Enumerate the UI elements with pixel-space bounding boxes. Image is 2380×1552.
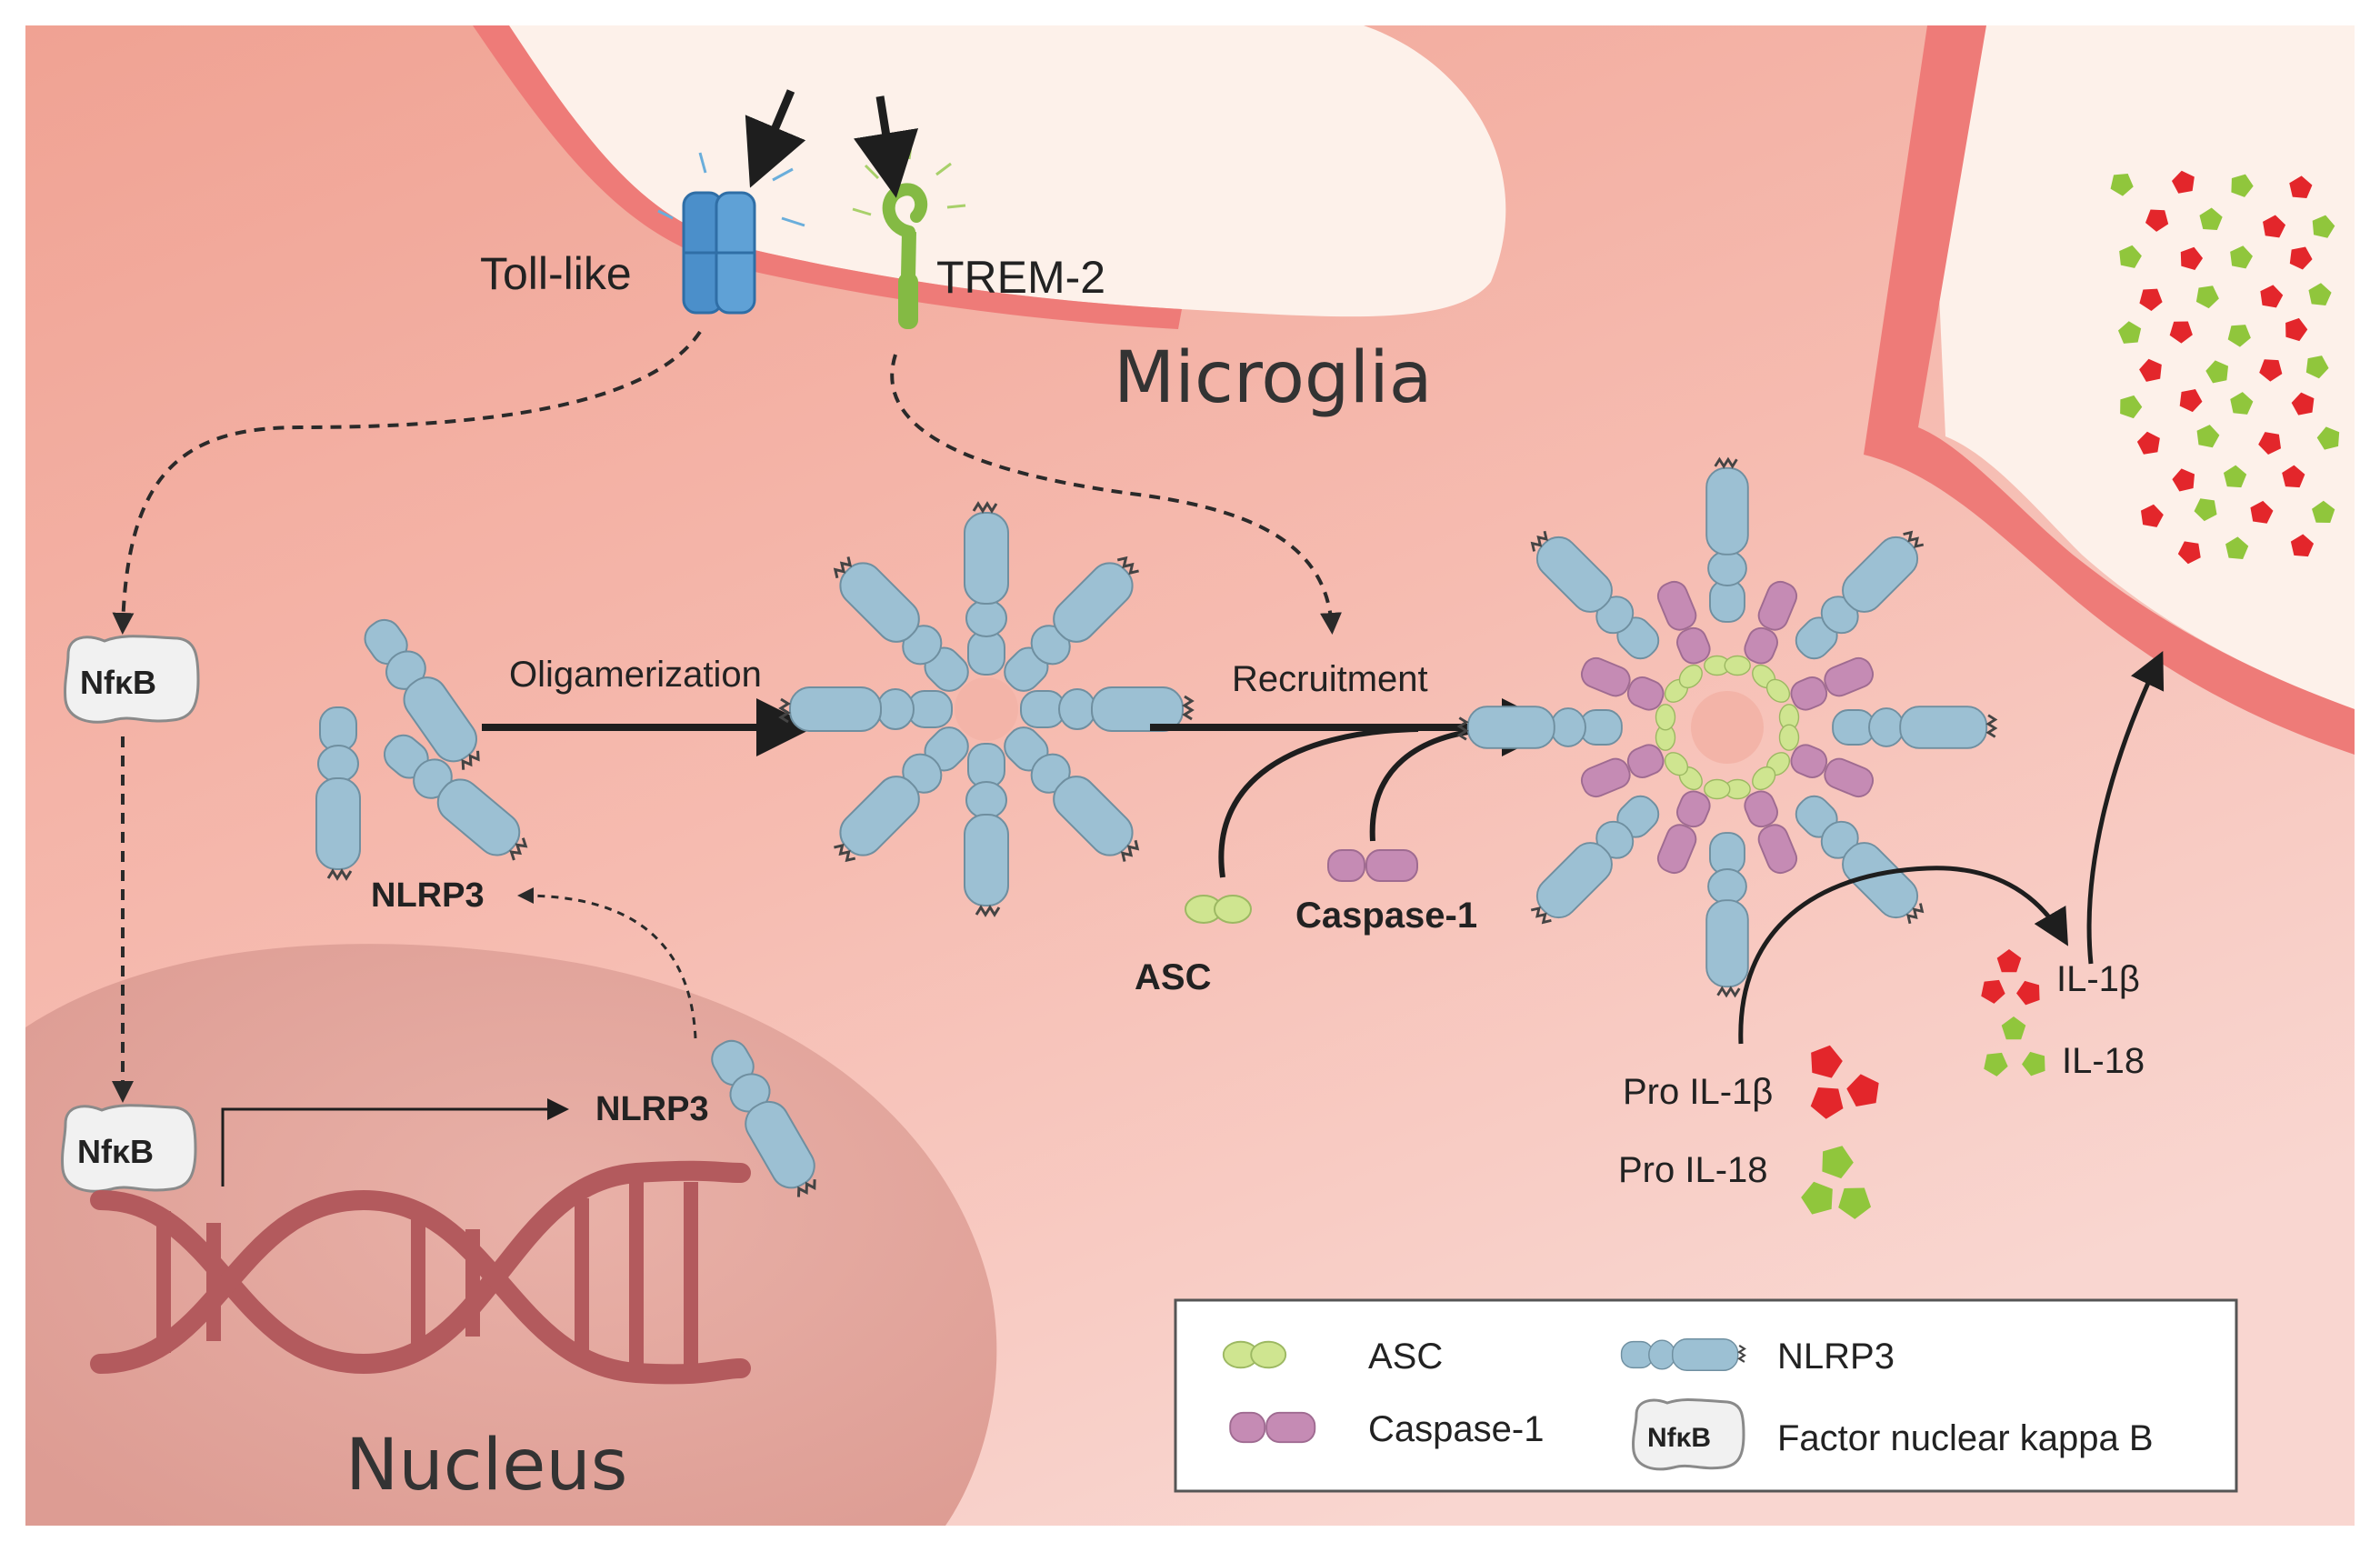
legend-caspase1-swatch [1229,1411,1316,1444]
processing-arrow [1738,866,2069,1045]
legend-nfkb-badge: NfκB [1632,1397,1745,1471]
legend-nlrp3-label: NLRP3 [1777,1337,1895,1377]
dna-helix [90,1160,751,1385]
nfkb-label-cytoplasm: NfκB [80,664,156,701]
nlrp3-cytoplasm-label: NLRP3 [371,876,485,915]
il1b-label: IL-1β [2056,959,2140,999]
nfkb-label-nucleus: NfκB [77,1133,154,1170]
toll-like-label: Toll-like [480,248,632,299]
caspase1-molecule [1327,849,1418,882]
toll-to-nfkb-path [112,330,702,635]
nfkb-badge-cytoplasm: NfκB [64,635,200,724]
nlrp3-oligomer [779,502,1194,916]
nucleus-label: Nucleus [345,1425,627,1507]
oligomer-nlrp3-unit [779,686,954,733]
microglia-label: Microglia [1114,337,1433,419]
inflammasome-nlrp3-unit [1705,457,1750,624]
nlrp3-monomer [315,706,362,880]
legend-nfkb-badge-label: NfκB [1647,1423,1711,1453]
pro-il1b-label: Pro IL-1β [1623,1072,1773,1112]
ligand-arrow-trem2 [853,95,919,198]
transcription-arrow [221,1098,569,1187]
nfkb-badge-nucleus: NfκB [61,1104,197,1193]
inflammasome-nlrp3-unit [1705,831,1750,997]
legend-nlrp3-swatch [1620,1337,1746,1372]
pro-il18-label: Pro IL-18 [1618,1150,1768,1190]
legend: ASC Caspase-1 NLRP3 NfκB Factor nuclear … [1174,1298,2238,1493]
caspase1-label: Caspase-1 [1295,896,1477,936]
legend-caspase1-label: Caspase-1 [1368,1409,1544,1449]
oligomerization-label: Oligamerization [509,655,762,695]
extracellular-space-right [1927,25,2355,709]
legend-asc-label: ASC [1368,1337,1443,1377]
nlrp3-inflammasome [1457,457,1997,997]
inflammasome-nlrp3-unit [1831,705,1997,750]
recruitment-label: Recruitment [1232,659,1428,699]
nlrp3-export-path [517,887,697,1039]
secretion-arrow [2086,650,2165,965]
il18-label: IL-18 [2062,1041,2145,1081]
asc-label: ASC [1135,957,1211,997]
trem2-label: TREM-2 [936,252,1105,303]
legend-nfkb-label: Factor nuclear kappa B [1777,1418,2154,1458]
inflammasome-nlrp3-unit [1457,705,1624,750]
oligomer-nlrp3-unit [963,502,1010,676]
oligomer-nlrp3-unit [963,742,1010,916]
membrane-top [473,25,1182,329]
membrane-right [1864,25,2355,755]
ligand-arrow-toll [745,89,806,188]
extracellular-space-top [509,25,1506,317]
nlrp3-nucleus-label: NLRP3 [595,1090,709,1128]
asc-recruit-line [1218,726,1419,878]
trem2-to-recruitment-path [890,354,1342,635]
